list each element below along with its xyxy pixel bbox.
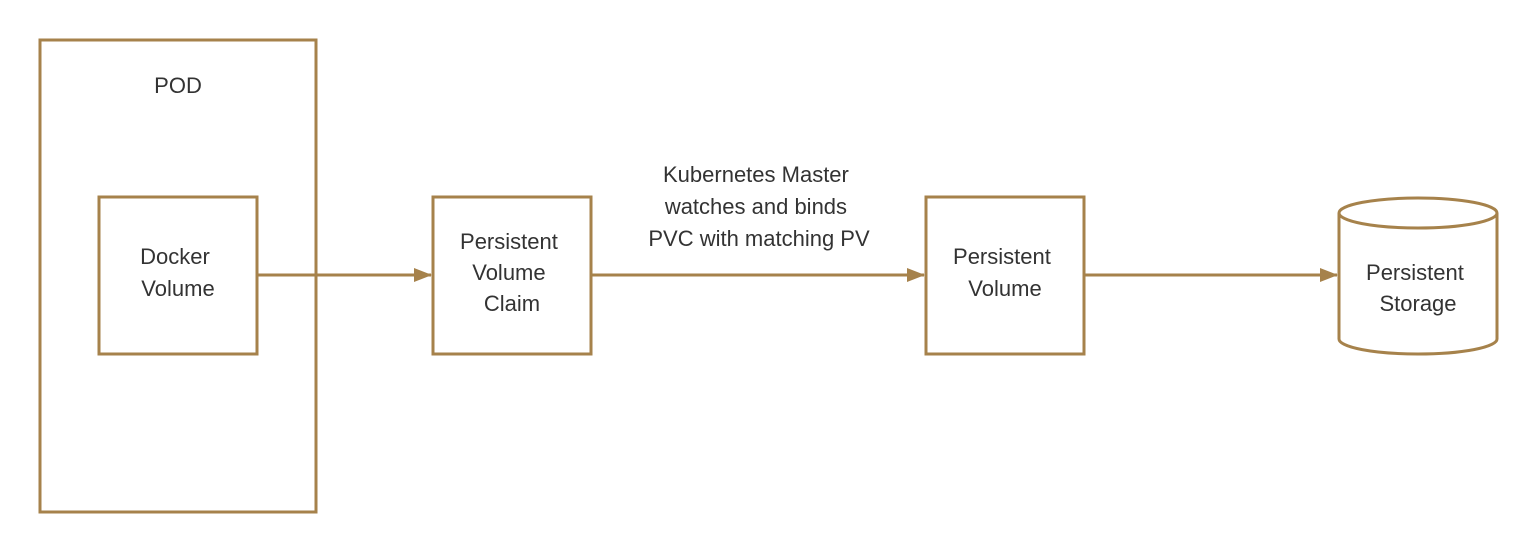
storage-cylinder-body xyxy=(1337,213,1499,356)
docker-volume-node: Docker Volume xyxy=(97,195,259,356)
docker-volume-label-line-1: Docker xyxy=(140,244,210,269)
pod-label: POD xyxy=(154,73,202,98)
storage-node: Persistent Storage xyxy=(1337,196,1499,356)
pvc-label-line-1: Persistent xyxy=(460,229,558,254)
docker-volume-label-line-2: Volume xyxy=(141,276,214,301)
binding-annotation: Kubernetes Master watches and binds PVC … xyxy=(648,162,870,251)
docker-volume-label: Docker Volume xyxy=(140,244,216,301)
pvc-node: Persistent Volume Claim xyxy=(431,195,593,356)
edge-pvc-to-pv: Kubernetes Master watches and binds PVC … xyxy=(592,162,925,282)
pv-node: Persistent Volume xyxy=(924,195,1086,356)
pvc-label: Persistent Volume Claim xyxy=(460,229,564,316)
binding-annotation-line-1: Kubernetes Master xyxy=(663,162,849,187)
pv-label: Persistent Volume xyxy=(953,244,1057,301)
storage-label-line-2: Storage xyxy=(1379,291,1456,316)
pv-box xyxy=(924,195,1086,356)
pvc-box xyxy=(431,195,593,356)
storage-cylinder-top xyxy=(1337,196,1499,230)
pvc-label-line-2: Volume xyxy=(472,260,545,285)
pv-label-line-1: Persistent xyxy=(953,244,1051,269)
binding-annotation-line-2: watches and binds xyxy=(664,194,847,219)
docker-volume-box xyxy=(97,195,259,356)
pvc-label-line-3: Claim xyxy=(484,291,540,316)
pv-label-line-2: Volume xyxy=(968,276,1041,301)
storage-label-line-1: Persistent xyxy=(1366,260,1464,285)
binding-annotation-line-3: PVC with matching PV xyxy=(648,226,870,251)
storage-label: Persistent Storage xyxy=(1366,260,1470,316)
